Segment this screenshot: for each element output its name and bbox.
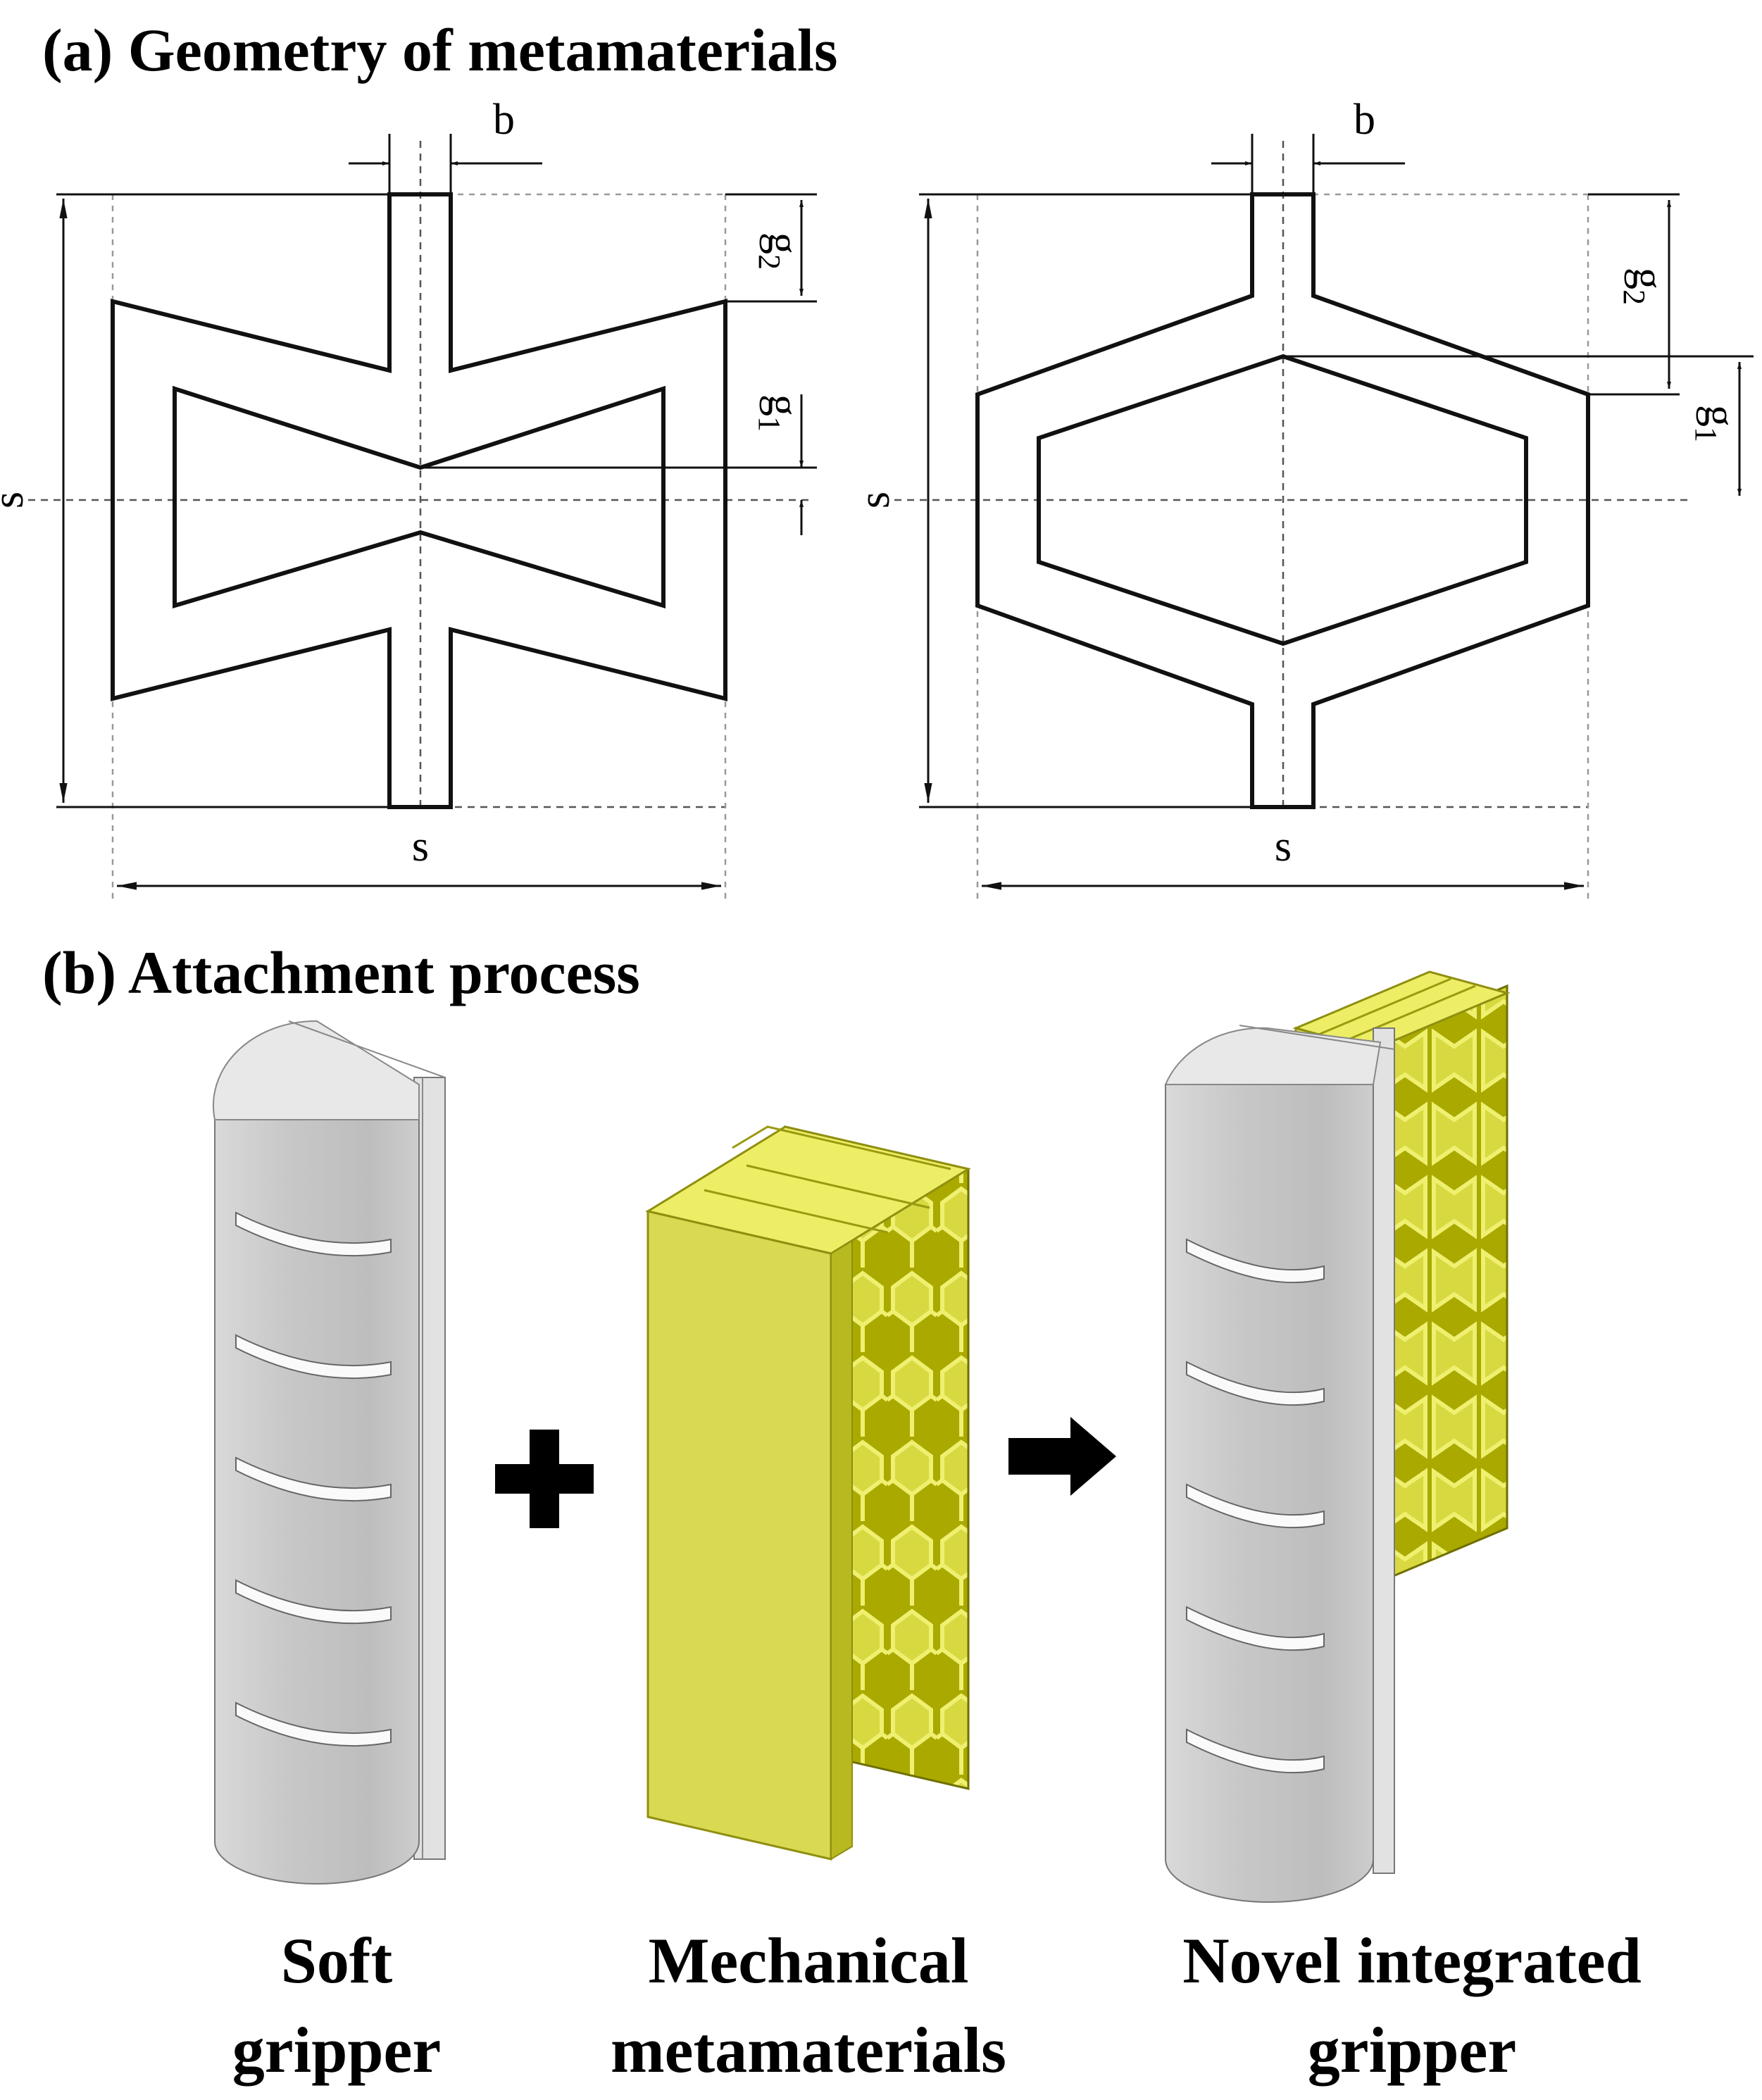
panel-b-title: (b) Attachment process	[42, 939, 640, 1006]
soft-gripper-illustration	[213, 1020, 446, 1885]
metamaterial-block-illustration	[645, 1125, 971, 1861]
arrow-right-icon	[1008, 1417, 1116, 1496]
reentrant-cell-drawing: b g2 g1 s s	[0, 96, 817, 901]
hexagonal-cell-drawing: b g2 g1 s s	[851, 96, 1754, 901]
dim-label-g2: g2	[1617, 268, 1672, 305]
dim-label-b: b	[1354, 96, 1375, 144]
caption-integrated-gripper-line1: Novel integrated	[1182, 1925, 1642, 1996]
caption-metamaterials-line2: metamaterials	[611, 2014, 1006, 2086]
caption-soft-gripper-line2: gripper	[232, 2014, 441, 2086]
integrated-gripper-illustration	[1164, 970, 1511, 1904]
plus-icon	[495, 1430, 594, 1528]
dim-label-s-vertical: s	[851, 492, 899, 508]
reentrant-inner-hole	[173, 385, 666, 609]
hexagon-inner-hole	[1037, 354, 1528, 646]
dim-label-b: b	[493, 96, 515, 144]
dim-label-s-horizontal: s	[1275, 823, 1292, 870]
dim-label-g1: g1	[1689, 405, 1744, 442]
panel-a-title: (a) Geometry of metamaterials	[42, 16, 837, 84]
hexagon-outer-contour	[975, 192, 1590, 809]
dim-label-g1: g1	[752, 394, 807, 432]
dim-label-g2: g2	[752, 232, 807, 270]
dim-label-s-vertical: s	[0, 492, 32, 508]
caption-integrated-gripper-line2: gripper	[1308, 2014, 1516, 2086]
reentrant-outer-contour	[111, 192, 727, 809]
dim-label-s-horizontal: s	[412, 823, 429, 870]
caption-metamaterials-line1: Mechanical	[649, 1925, 969, 1996]
caption-soft-gripper-line1: Soft	[281, 1925, 393, 1996]
